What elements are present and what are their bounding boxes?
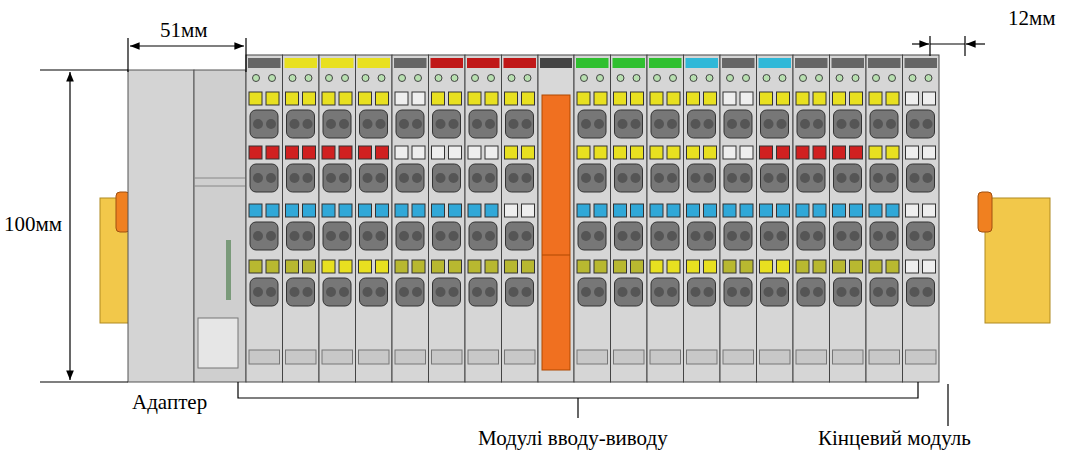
dimension-label: 51мм: [160, 20, 208, 41]
part-name: Модулі вводу-виводу: [478, 428, 668, 449]
adapter-block: [128, 70, 246, 382]
dimension-label: 12мм: [1008, 8, 1056, 29]
part-name: Кінцевий модуль: [818, 428, 971, 449]
dimension-label: 100мм: [2, 214, 64, 235]
dimension-lines: [40, 36, 985, 426]
part-name: Адаптер: [132, 392, 207, 413]
io-modules: [246, 55, 939, 382]
